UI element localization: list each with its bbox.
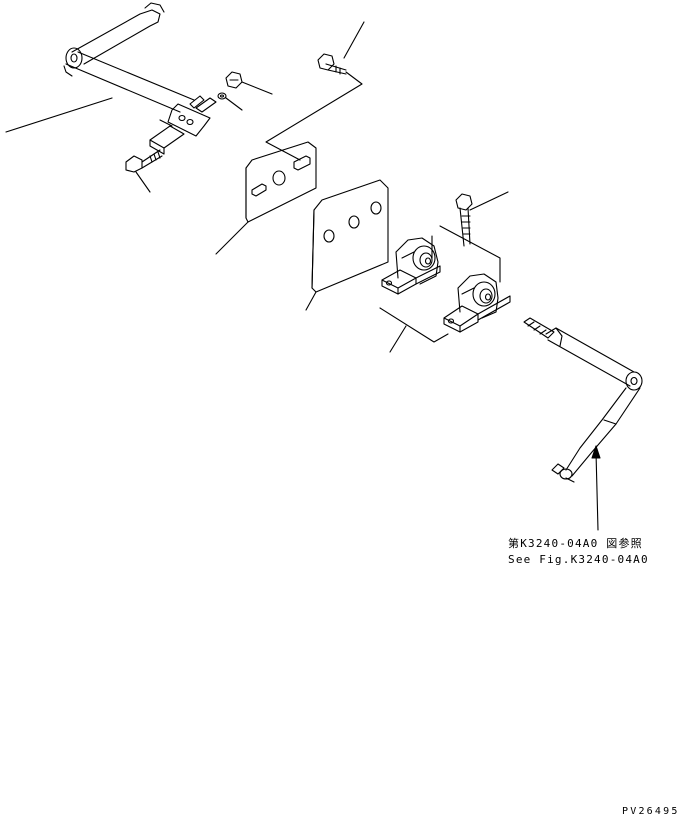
mounting-plate-upper	[216, 142, 316, 254]
pillow-block-bearing-1	[382, 238, 440, 294]
reference-note-ja: 第K3240-04A0 図参照	[508, 537, 643, 550]
lever-shaft-assembly	[64, 3, 210, 154]
reference-arrow	[592, 446, 600, 530]
leader-line	[6, 98, 112, 132]
leader-line	[390, 326, 406, 352]
bolt-bearing	[432, 192, 508, 282]
mounting-plate-lower	[306, 180, 388, 310]
spacer-plates	[190, 96, 216, 112]
nut-and-washer	[218, 72, 272, 110]
reference-note-en: See Fig.K3240-04A0	[508, 553, 649, 566]
figure-code: PV26495	[622, 806, 680, 817]
pillow-block-bearing-2	[444, 274, 510, 332]
lever-shaft-right	[524, 318, 642, 482]
bolt-top	[266, 22, 364, 160]
bolt-left	[126, 150, 162, 192]
bearing-leader-bracket	[380, 308, 448, 342]
